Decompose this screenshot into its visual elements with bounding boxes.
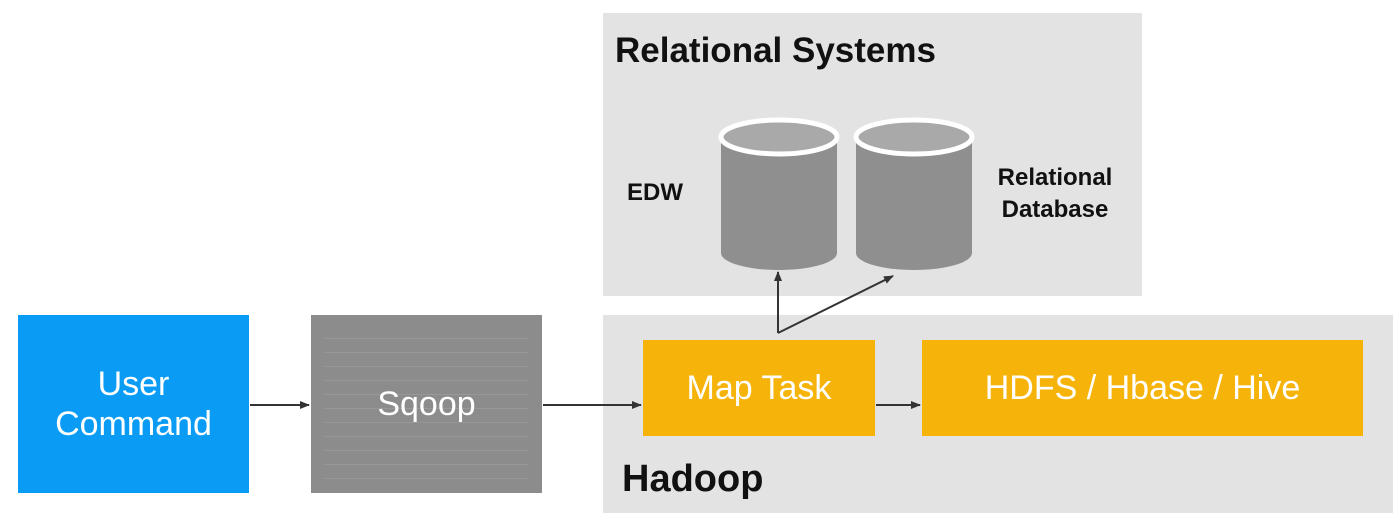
map-task-box: Map Task xyxy=(643,340,875,436)
edw-cylinder-icon xyxy=(718,117,840,270)
hdfs-hbase-hive-box: HDFS / Hbase / Hive xyxy=(922,340,1363,436)
relational-database-label-line1: Relational xyxy=(997,164,1113,191)
sqoop-label: Sqoop xyxy=(377,384,476,423)
sqoop-box: Sqoop xyxy=(311,315,542,493)
relational-database-label: Relational Database xyxy=(985,162,1125,225)
relational-database-label-line2: Database xyxy=(1001,195,1109,223)
relational-database-cylinder-icon xyxy=(853,117,975,270)
map-task-label: Map Task xyxy=(686,368,832,407)
hdfs-hbase-hive-label: HDFS / Hbase / Hive xyxy=(984,368,1301,407)
user-command-box: User Command xyxy=(18,315,249,493)
edw-label: EDW xyxy=(627,179,683,206)
arrow-map-task-to-relational-db xyxy=(777,275,894,334)
user-command-line1: User xyxy=(97,364,170,403)
relational-systems-title: Relational Systems xyxy=(615,31,936,70)
user-command-line2: Command xyxy=(55,405,212,443)
hadoop-title: Hadoop xyxy=(622,458,764,500)
